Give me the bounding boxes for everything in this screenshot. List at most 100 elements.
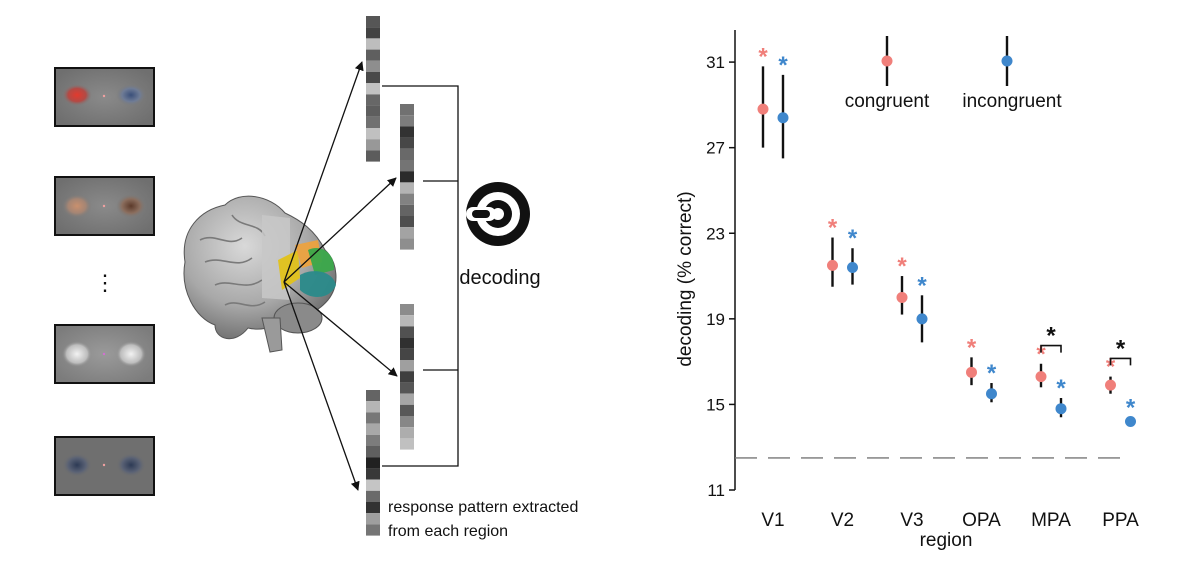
pattern-cell xyxy=(400,304,414,316)
significance-star: * xyxy=(897,253,907,280)
pattern-cell xyxy=(366,513,380,525)
pattern-cell xyxy=(366,401,380,413)
pattern-cell xyxy=(400,160,414,172)
pattern-cell xyxy=(366,446,380,458)
response-patterns xyxy=(366,16,414,536)
x-tick-label: V3 xyxy=(900,510,923,531)
x-tick-label: OPA xyxy=(962,510,1001,531)
significance-star: * xyxy=(1056,375,1066,402)
legend-label: congruent xyxy=(845,91,930,112)
data-point xyxy=(1055,403,1067,415)
pattern-cell xyxy=(400,371,414,383)
chart-marks: ************** xyxy=(757,43,1136,428)
pattern-cell xyxy=(366,27,380,39)
legend-marker xyxy=(1001,55,1013,67)
pattern-cell xyxy=(400,193,414,205)
pattern-cell xyxy=(366,468,380,480)
roi-yellow xyxy=(278,250,300,290)
pattern-cell xyxy=(366,412,380,424)
y-axis-label: decoding (% correct) xyxy=(675,191,696,366)
pattern-cell xyxy=(400,171,414,183)
significance-star: * xyxy=(967,334,977,361)
pattern-cell xyxy=(366,139,380,151)
pattern-cell xyxy=(366,479,380,491)
pattern-column xyxy=(366,16,380,162)
pattern-cell xyxy=(366,105,380,117)
pattern-cell xyxy=(400,427,414,439)
brain-illustration xyxy=(183,195,337,353)
x-tick-label: MPA xyxy=(1031,510,1071,531)
caption-line-1: response pattern extracted xyxy=(388,499,578,516)
data-point xyxy=(1125,416,1136,428)
data-point xyxy=(986,388,997,400)
y-tick-label: 11 xyxy=(707,481,725,500)
pattern-cell xyxy=(400,404,414,416)
pattern-cell xyxy=(400,216,414,228)
x-tick-label: V1 xyxy=(761,510,784,531)
pattern-cell xyxy=(366,38,380,50)
pattern-cell xyxy=(400,315,414,327)
pattern-column xyxy=(400,304,414,450)
pattern-cell xyxy=(366,16,380,28)
stimulus-image-4 xyxy=(54,436,155,496)
x-axis-label: region xyxy=(920,530,973,551)
x-tick-label: PPA xyxy=(1102,510,1139,531)
projection-arrows xyxy=(283,61,398,491)
pattern-cell xyxy=(400,182,414,194)
pattern-cell xyxy=(400,393,414,405)
pattern-cell xyxy=(366,49,380,61)
pattern-column xyxy=(400,104,414,250)
data-point xyxy=(966,366,977,378)
pattern-cell xyxy=(366,150,380,162)
y-tick-label: 23 xyxy=(706,224,725,243)
pattern-cell xyxy=(366,60,380,72)
ellipsis-label: ⋮ xyxy=(94,270,116,295)
pattern-cell xyxy=(400,204,414,216)
decoding-label: decoding xyxy=(459,267,540,289)
significance-star: * xyxy=(1106,354,1116,381)
pattern-cell xyxy=(400,360,414,372)
y-tick-label: 31 xyxy=(706,53,725,72)
stimulus-image-3 xyxy=(54,324,155,384)
significance-star: * xyxy=(1036,341,1046,368)
pattern-cell xyxy=(400,137,414,149)
significance-star: * xyxy=(828,215,838,242)
pattern-cell xyxy=(400,104,414,116)
stimulus-image-1 xyxy=(54,67,155,127)
pattern-cell xyxy=(400,326,414,338)
roi-green xyxy=(308,248,335,275)
comparison-star: * xyxy=(1116,335,1126,362)
data-point xyxy=(1105,379,1116,391)
pattern-cell xyxy=(400,416,414,428)
pattern-cell xyxy=(400,115,414,127)
pattern-cell xyxy=(366,128,380,140)
legend-label: incongruent xyxy=(962,91,1062,112)
pattern-cell xyxy=(400,348,414,360)
legend-marker xyxy=(881,55,893,67)
comparison-bracket xyxy=(1040,344,1062,353)
data-point xyxy=(847,261,858,273)
comparison-star: * xyxy=(1046,323,1056,350)
y-tick-label: 27 xyxy=(706,139,725,158)
significance-star: * xyxy=(987,360,997,387)
pattern-cell xyxy=(366,116,380,128)
roi-teal xyxy=(300,271,336,297)
significance-star: * xyxy=(848,225,858,252)
significance-star: * xyxy=(778,52,788,79)
pattern-column xyxy=(366,390,380,536)
pattern-cell xyxy=(366,457,380,469)
pattern-cell xyxy=(366,434,380,446)
significance-star: * xyxy=(758,43,768,70)
stimulus-image-2 xyxy=(54,176,155,236)
pattern-cell xyxy=(400,126,414,138)
pattern-cell xyxy=(366,490,380,502)
significance-star: * xyxy=(1126,394,1136,421)
pattern-cell xyxy=(366,524,380,536)
pattern-cell xyxy=(400,238,414,250)
caption-line-2: from each region xyxy=(388,523,508,540)
connector-lines xyxy=(382,85,459,467)
pattern-cell xyxy=(400,438,414,450)
